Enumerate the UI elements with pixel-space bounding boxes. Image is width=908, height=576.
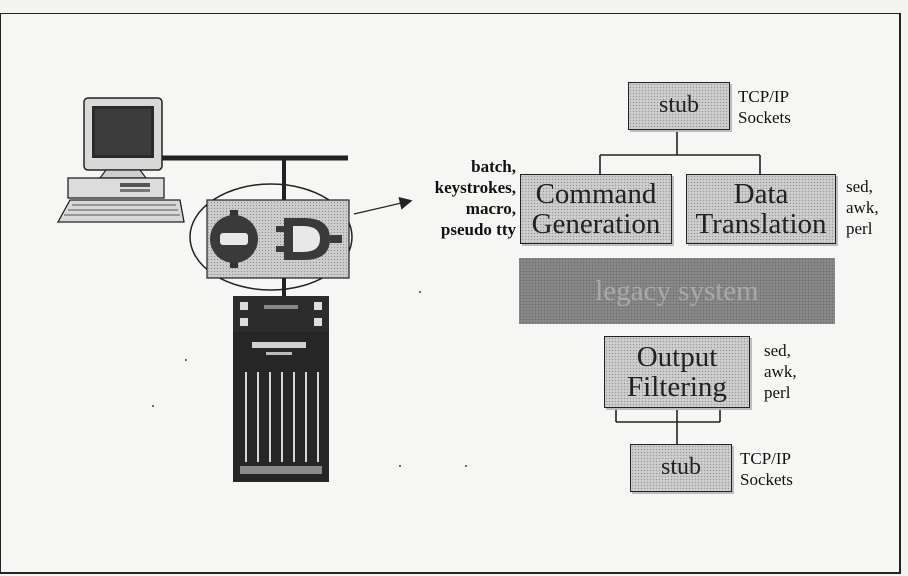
stub-bottom-label: stub: [661, 455, 701, 480]
filter-tools-note: sed, awk, perl: [764, 340, 797, 403]
server-tower-icon: [233, 296, 329, 482]
data-translation-box: Data Translation: [686, 174, 836, 244]
command-inputs-note: batch, keystrokes, macro, pseudo tty: [435, 156, 516, 240]
stub-top-note: TCP/IP Sockets: [738, 86, 791, 128]
translation-tools-note: sed, awk, perl: [846, 176, 879, 239]
arrow-to-architecture: [354, 201, 410, 214]
stub-top-box: stub: [628, 82, 730, 130]
legacy-system-box: legacy system: [519, 258, 835, 324]
stub-bottom-note: TCP/IP Sockets: [740, 448, 793, 490]
command-generation-box: Command Generation: [520, 174, 672, 244]
output-filtering-box: Output Filtering: [604, 336, 750, 408]
stub-top-label: stub: [659, 93, 699, 118]
adapter-symbols-icon: [207, 200, 349, 278]
stub-bottom-box: stub: [630, 444, 732, 492]
network-bus: [162, 158, 348, 200]
